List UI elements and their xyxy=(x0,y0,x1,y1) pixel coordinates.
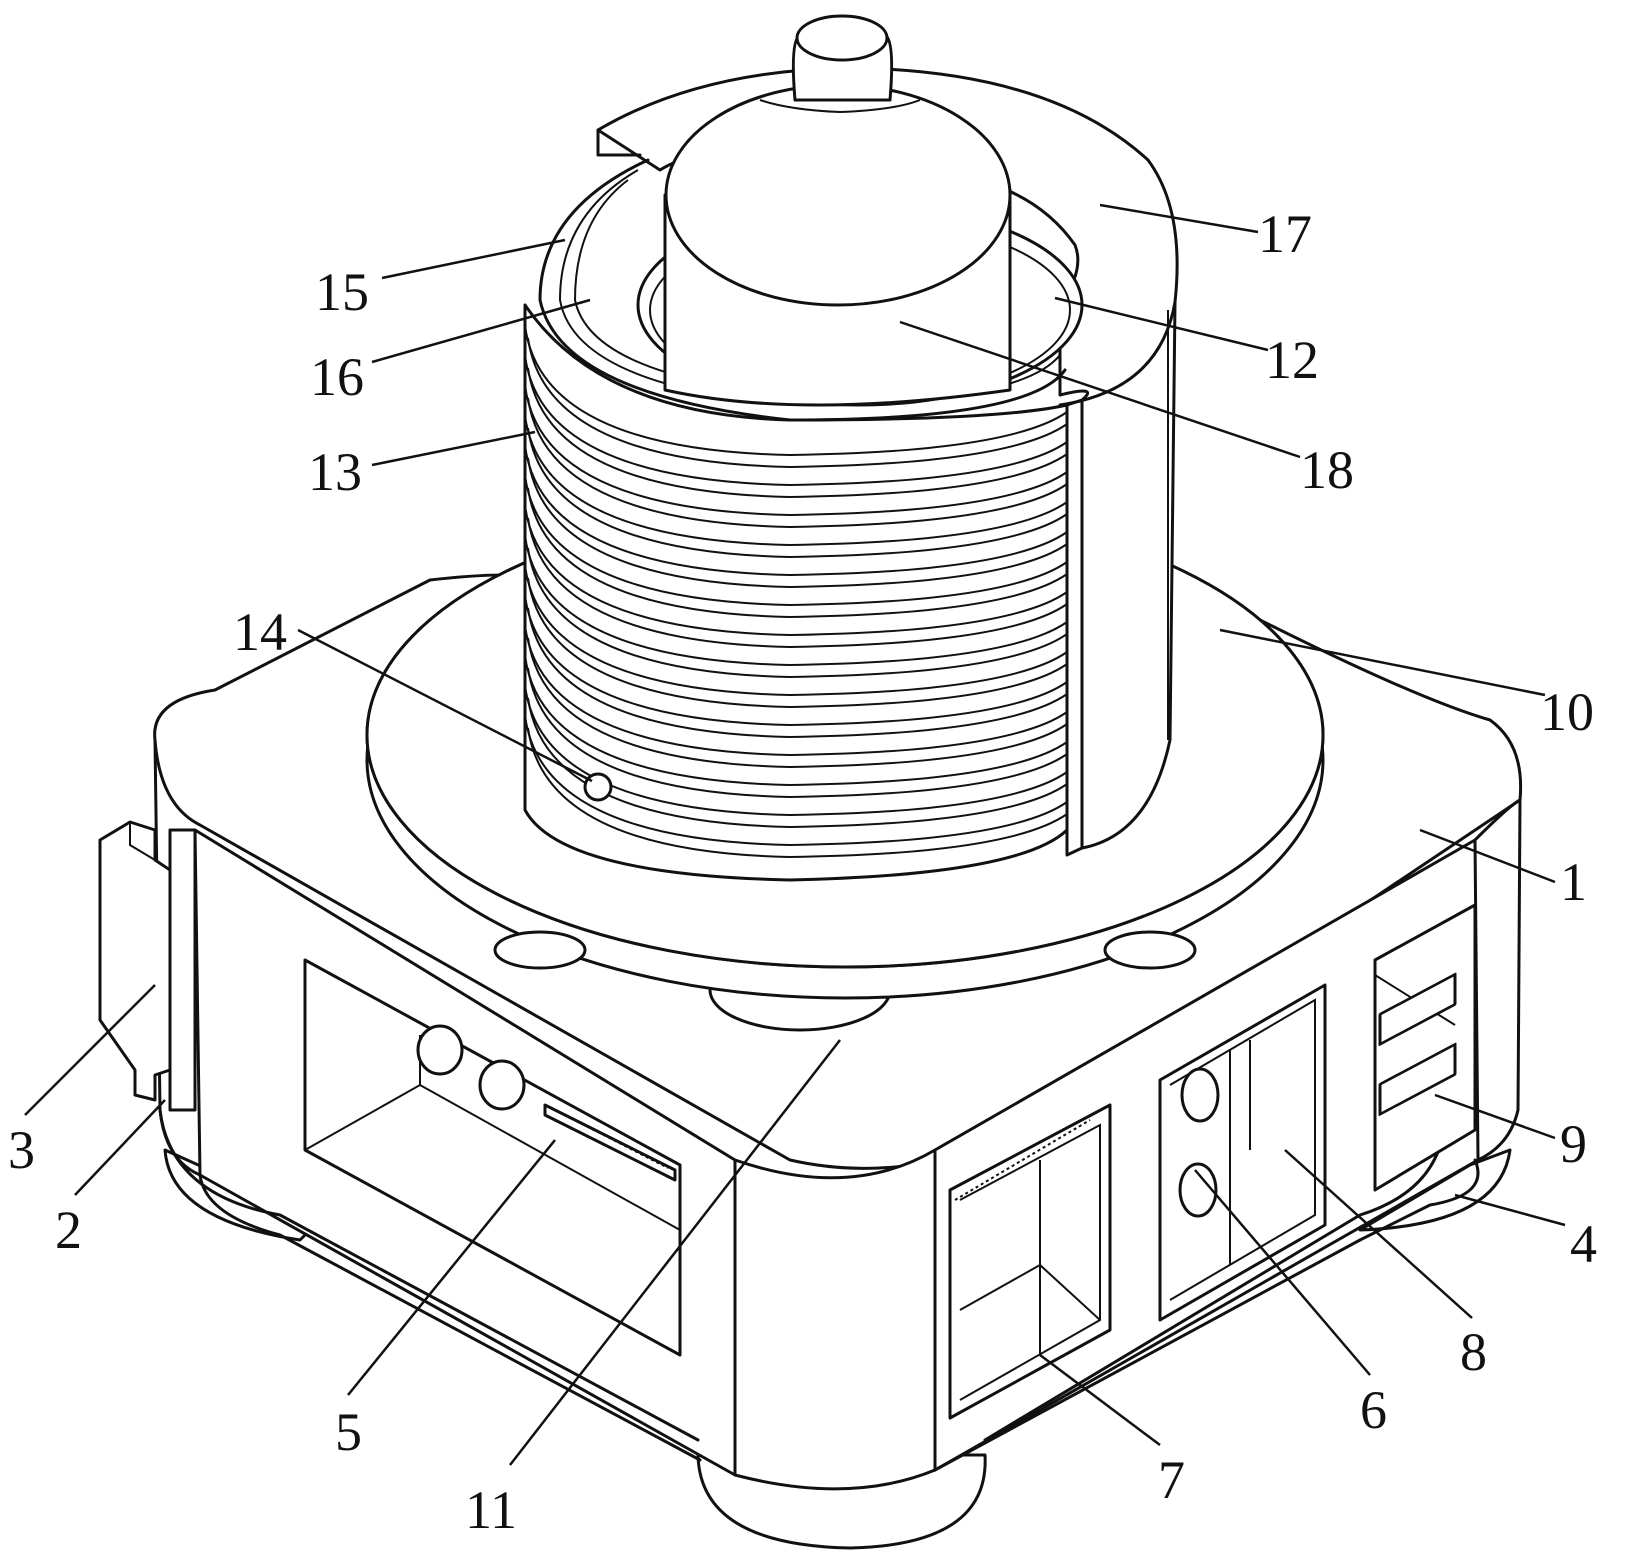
leader-lines xyxy=(24,203,1566,1466)
cell-c xyxy=(1180,1067,1220,1123)
coil-turn xyxy=(524,354,1068,487)
label-9: 9 xyxy=(1560,1114,1587,1174)
leader-2 xyxy=(74,1099,166,1196)
leader-4 xyxy=(1454,1193,1566,1227)
label-10: 10 xyxy=(1540,682,1594,742)
label-14: 14 xyxy=(233,602,287,662)
coil-turn xyxy=(524,444,1068,577)
leader-13 xyxy=(371,430,536,467)
coil-turn xyxy=(524,384,1068,517)
label-3: 3 xyxy=(8,1120,35,1180)
coil-terminal xyxy=(583,772,613,802)
coil-turn xyxy=(524,594,1068,727)
coil-turn xyxy=(524,624,1068,757)
coil-turn xyxy=(524,414,1068,547)
connector-bottom xyxy=(1378,1042,1457,1116)
coil-turn-edge xyxy=(527,337,1068,469)
label-4: 4 xyxy=(1570,1214,1597,1274)
leader-6 xyxy=(1194,1169,1371,1376)
coil-turn xyxy=(524,324,1068,457)
leader-18 xyxy=(899,320,1301,459)
leader-11 xyxy=(509,1039,841,1466)
leader-17 xyxy=(1099,203,1259,234)
mount-block xyxy=(98,820,172,1102)
label-11: 11 xyxy=(465,1480,517,1540)
slot-strip xyxy=(1065,398,1084,857)
label-18: 18 xyxy=(1300,440,1354,500)
coil-body xyxy=(523,303,1084,882)
mount-plate xyxy=(168,828,197,1112)
coil-turn-edge xyxy=(527,607,1068,739)
coil-turn-edge xyxy=(527,487,1068,619)
label-7: 7 xyxy=(1158,1450,1185,1510)
base-right-edge xyxy=(1473,798,1522,1162)
leader-12 xyxy=(1054,296,1269,352)
label-6: 6 xyxy=(1360,1380,1387,1440)
left-window xyxy=(303,958,682,1357)
support-left xyxy=(493,930,587,970)
leader-15 xyxy=(381,238,566,280)
label-15: 15 xyxy=(315,262,369,322)
coil-turn-edge xyxy=(527,517,1068,649)
leader-5 xyxy=(347,1139,556,1396)
label-16: 16 xyxy=(310,347,364,407)
front-right-window xyxy=(948,1103,1112,1420)
label-1: 1 xyxy=(1560,852,1587,912)
left-mount xyxy=(98,820,197,1112)
leader-16 xyxy=(371,298,591,364)
post-top xyxy=(664,83,1012,307)
post-knob xyxy=(795,14,889,62)
coil-turn-edge xyxy=(527,727,1068,859)
coil-turn-edge xyxy=(527,367,1068,499)
label-12: 12 xyxy=(1265,330,1319,390)
base-front-corner xyxy=(733,1148,937,1491)
middle-window xyxy=(1158,983,1327,1322)
label-2: 2 xyxy=(55,1200,82,1260)
coil-turn-edge xyxy=(527,457,1068,589)
coil-turn xyxy=(524,654,1068,787)
reference-numerals: 1 2 3 4 5 6 7 8 9 10 11 12 13 14 15 16 1… xyxy=(8,204,1597,1540)
coil-turn-edge xyxy=(527,577,1068,709)
leader-7 xyxy=(1039,1354,1161,1446)
label-8: 8 xyxy=(1460,1322,1487,1382)
leader-8 xyxy=(1284,1149,1473,1319)
label-17: 17 xyxy=(1258,204,1312,264)
coil-turn xyxy=(524,564,1068,697)
coil-turn xyxy=(524,684,1068,817)
coil-turn xyxy=(524,534,1068,667)
leader-3 xyxy=(24,984,156,1116)
coil-turns xyxy=(524,324,1068,859)
coil-turn xyxy=(524,474,1068,607)
leader-1 xyxy=(1419,828,1556,884)
label-5: 5 xyxy=(335,1402,362,1462)
coil-turn xyxy=(524,714,1068,847)
leader-9 xyxy=(1434,1093,1556,1140)
coil-turn-edge xyxy=(527,697,1068,829)
cell-d xyxy=(1178,1162,1218,1218)
connector-top xyxy=(1378,972,1457,1046)
coil-turn-edge xyxy=(527,427,1068,559)
coil-turn-edge xyxy=(527,637,1068,769)
coil-turn-edge xyxy=(527,667,1068,799)
support-right xyxy=(1103,930,1197,970)
coil-turn-edge xyxy=(527,547,1068,679)
coil-turn-edge xyxy=(527,397,1068,529)
right-connectors xyxy=(1373,903,1477,1192)
cell-b xyxy=(478,1059,526,1111)
leader-14 xyxy=(297,628,593,783)
coil-turn xyxy=(524,504,1068,637)
leader-10 xyxy=(1219,628,1546,697)
label-13: 13 xyxy=(308,442,362,502)
cell-a xyxy=(416,1024,464,1076)
ring-outer xyxy=(538,158,1067,422)
central-post xyxy=(663,14,1012,407)
